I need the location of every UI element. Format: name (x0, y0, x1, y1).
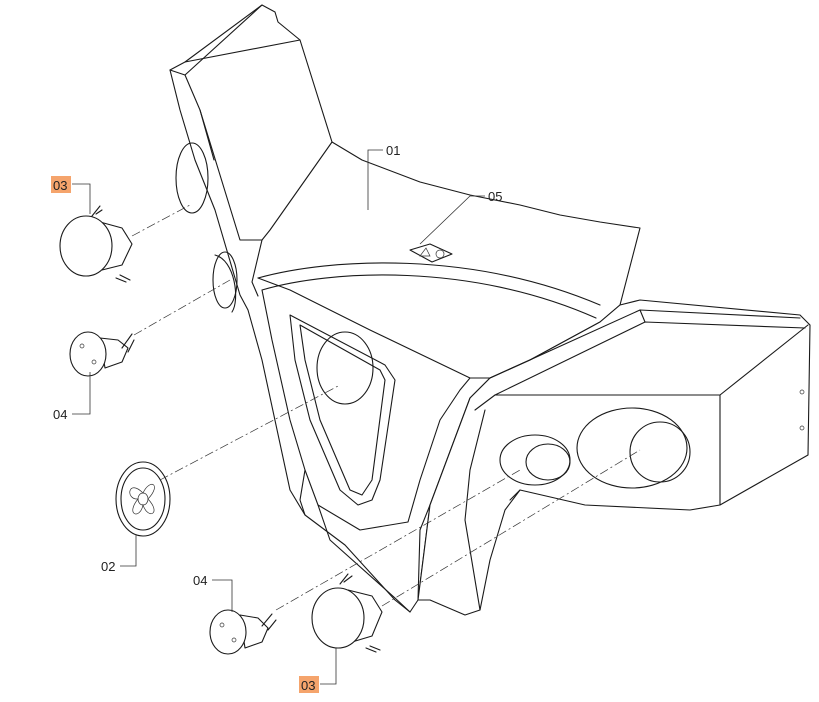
assembly-axis-lines (131, 204, 641, 611)
callout-03-upper: 03 (51, 176, 71, 193)
callout-highlight (51, 176, 71, 193)
callout-03-lower: 03 (299, 676, 319, 693)
housing-right-wing (417, 299, 811, 616)
bulb-socket-part-04-upper (69, 331, 135, 377)
callout-04-lower-text: 04 (193, 573, 207, 588)
callout-02-text: 02 (101, 559, 115, 574)
round-lamp-part-03-upper (59, 205, 133, 283)
reflector-part-02 (115, 461, 171, 537)
callout-highlight (299, 676, 319, 693)
callout-01: 01 (386, 143, 400, 158)
callout-01-text: 01 (386, 143, 400, 158)
callout-05-text: 05 (488, 189, 502, 204)
callout-02: 02 (101, 559, 115, 574)
callout-03-upper-text: 03 (53, 178, 67, 193)
warning-decal-part-05 (409, 243, 453, 263)
callout-03-lower-text: 03 (301, 678, 315, 693)
round-lamp-part-03-lower (311, 573, 383, 653)
callout-04-upper: 04 (53, 407, 67, 422)
bulb-socket-part-04-lower (209, 609, 277, 655)
callout-04-lower: 04 (193, 573, 207, 588)
callout-05: 05 (488, 189, 502, 204)
housing-part-01 (169, 4, 641, 613)
leader-lines (72, 149, 485, 685)
callout-04-upper-text: 04 (53, 407, 67, 422)
